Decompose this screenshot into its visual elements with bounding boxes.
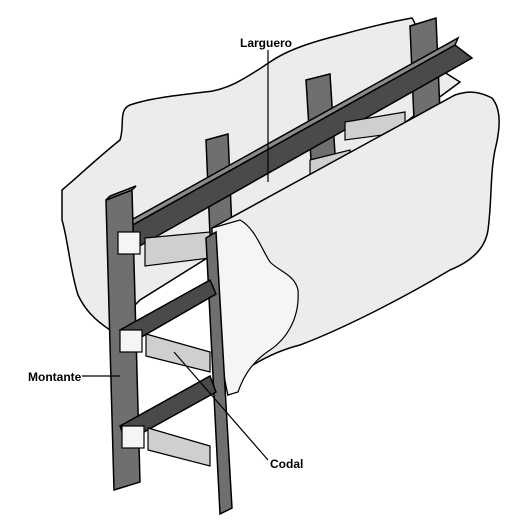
montante-front-right <box>205 230 233 516</box>
montante-front-left-side <box>105 185 137 201</box>
waler-end-lower <box>121 425 145 449</box>
waler-end-top <box>117 231 141 255</box>
waler-end-middle <box>119 329 143 353</box>
codal-lower <box>147 427 211 467</box>
label-larguero: Larguero <box>240 36 292 50</box>
codal-middle <box>145 333 211 373</box>
label-codal: Codal <box>270 457 303 471</box>
label-montante: Montante <box>28 370 82 384</box>
codal-leader <box>173 351 269 461</box>
